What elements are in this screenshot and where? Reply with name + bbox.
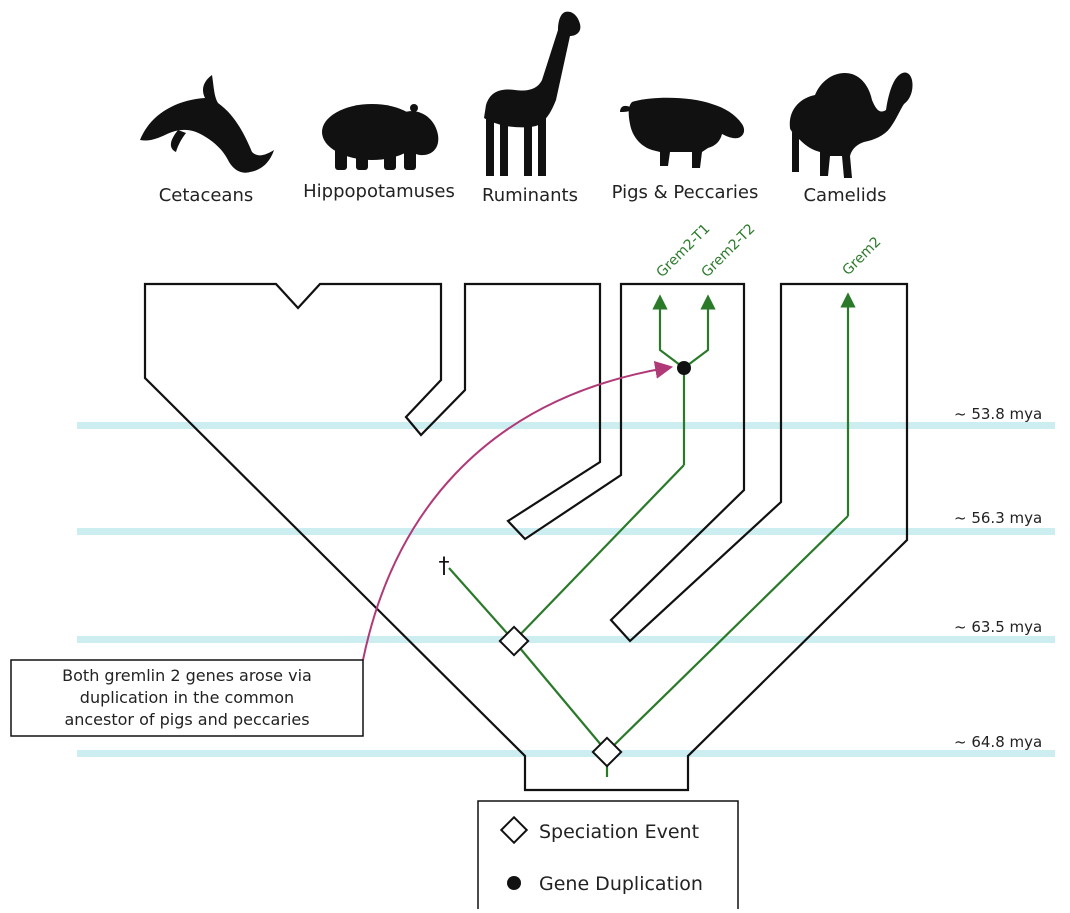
annotation-arrow xyxy=(362,360,674,661)
taxon-label-camelids: Camelids xyxy=(803,185,886,206)
taxon-label-pigs-peccaries: Pigs & Peccaries xyxy=(612,182,759,203)
legend-speciation-label: Speciation Event xyxy=(539,821,699,843)
taxon-label-ruminants: Ruminants xyxy=(482,185,578,206)
pig-icon xyxy=(620,97,745,168)
gene-branch-to-camelids xyxy=(606,515,849,753)
speciation-diamond-inner xyxy=(498,625,530,657)
time-band-1 xyxy=(77,422,1055,429)
time-band-2 xyxy=(77,528,1055,535)
note-line-3: ancestor of pigs and peccaries xyxy=(64,710,309,729)
taxon-label-cetaceans: Cetaceans xyxy=(159,185,254,206)
extinction-dagger: † xyxy=(439,554,450,579)
species-tree-outline xyxy=(143,282,909,792)
time-band-4 xyxy=(77,750,1055,757)
giraffe-icon xyxy=(484,11,581,176)
time-label-1: ~ 53.8 mya xyxy=(954,405,1042,423)
legend-diamond-icon xyxy=(499,815,529,845)
taxon-label-hippopotamuses: Hippopotamuses xyxy=(303,181,455,202)
note-line-2: duplication in the common xyxy=(80,688,294,707)
time-label-3: ~ 63.5 mya xyxy=(954,618,1042,636)
gene-branch-inner xyxy=(513,640,608,753)
gene-label-camelid: Grem2 xyxy=(840,234,885,279)
gene-tree xyxy=(448,292,856,777)
legend-dot-icon xyxy=(507,876,521,890)
hippopotamus-icon xyxy=(322,104,439,170)
time-label-2: ~ 56.3 mya xyxy=(954,509,1042,527)
note-line-1: Both gremlin 2 genes arose via xyxy=(62,666,312,685)
time-bands xyxy=(77,422,1055,757)
dolphin-icon xyxy=(140,75,274,173)
time-band-3 xyxy=(77,636,1055,643)
camel-icon xyxy=(789,72,913,178)
gene-branch-t1 xyxy=(652,294,685,369)
legend-box xyxy=(477,800,739,913)
gene-duplication-dot xyxy=(677,361,691,375)
legend-duplication-label: Gene Duplication xyxy=(539,873,703,895)
gene-branch-extinct xyxy=(448,567,515,642)
gene-branch-t2 xyxy=(683,294,716,369)
note-box xyxy=(10,659,364,737)
gene-branch-to-pigs xyxy=(513,464,685,642)
speciation-diamond-root xyxy=(591,736,623,768)
time-label-4: ~ 64.8 mya xyxy=(954,733,1042,751)
